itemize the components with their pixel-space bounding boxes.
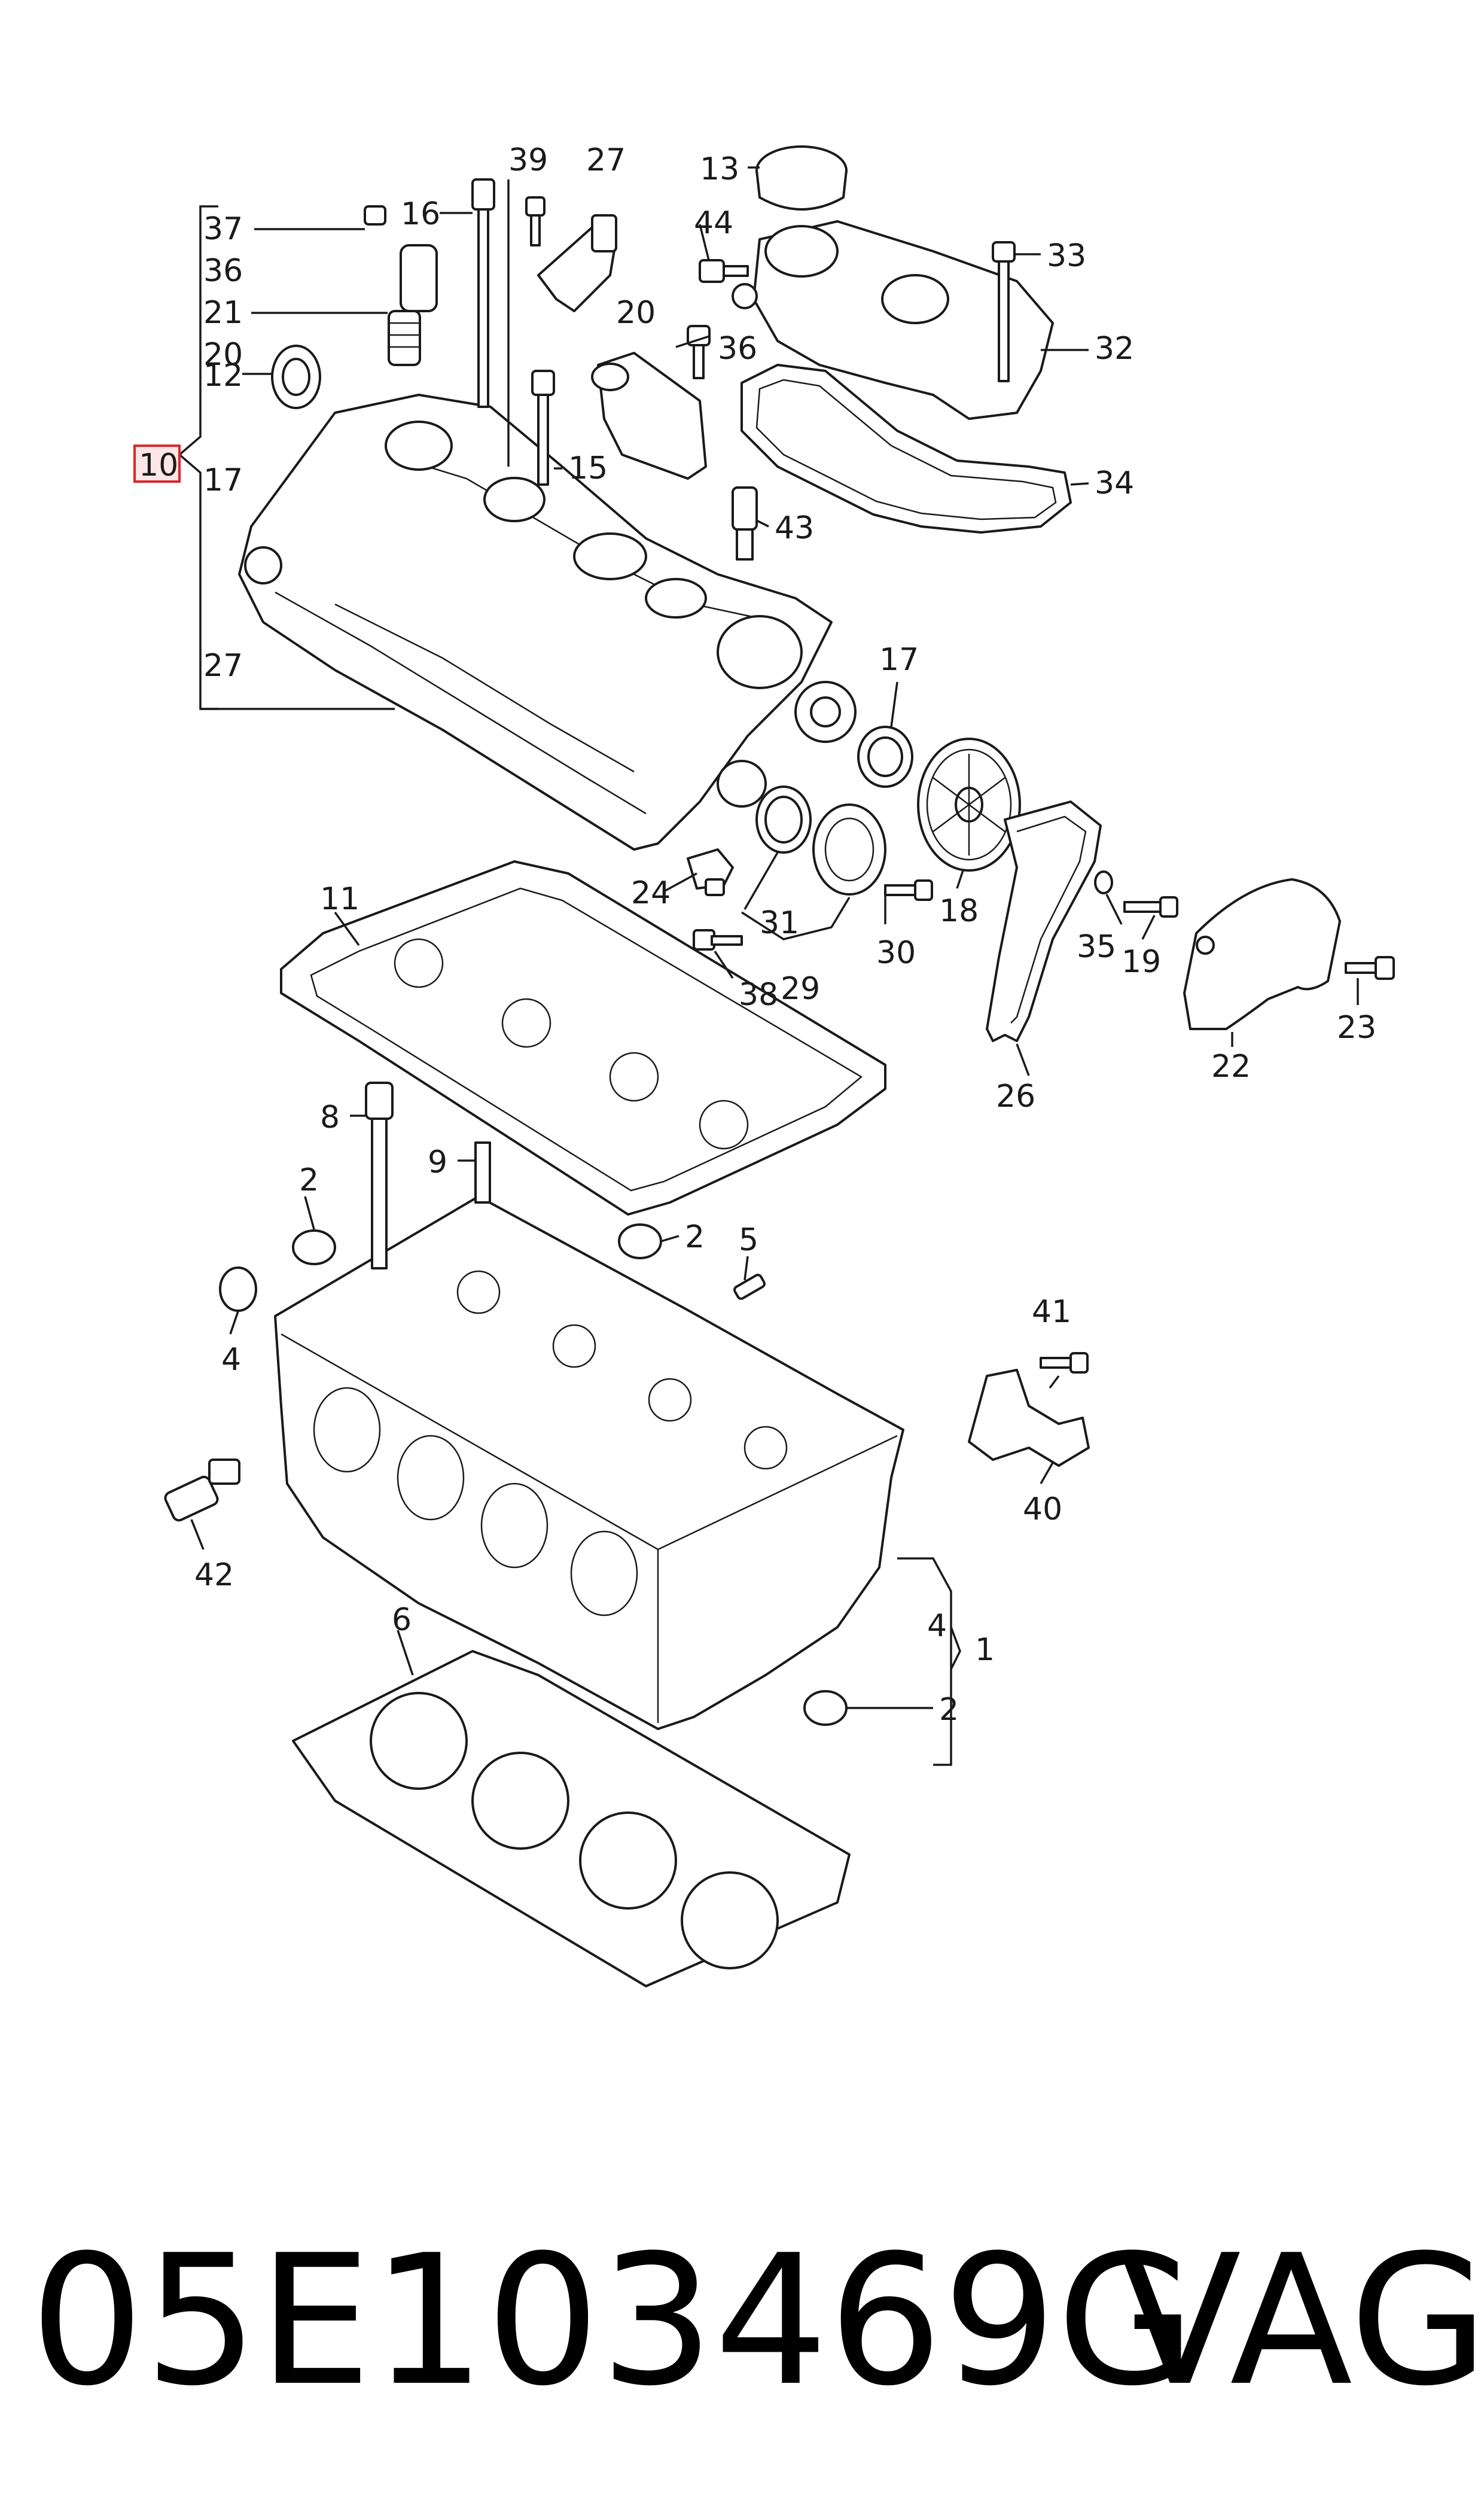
callout-36-right: 36 xyxy=(718,331,757,367)
callout-2-bottom: 2 xyxy=(939,1692,959,1728)
bolt-41 xyxy=(1040,1352,1089,1374)
timing-belt-26 xyxy=(986,800,1102,1042)
head-bolt-8 xyxy=(365,1082,394,1269)
seal-ring-12 xyxy=(271,345,321,409)
callout-22: 22 xyxy=(1211,1049,1251,1085)
callout-16: 16 xyxy=(401,196,440,232)
temperature-sender-24 xyxy=(687,848,734,896)
callout-41: 41 xyxy=(1032,1294,1071,1330)
callout-32: 32 xyxy=(1095,331,1134,367)
seal-17 xyxy=(857,726,913,788)
cover-gasket-11 xyxy=(280,860,886,1216)
gasket-34 xyxy=(741,364,1072,534)
callout-13: 13 xyxy=(700,151,739,187)
bolt-23 xyxy=(1345,956,1395,980)
sealing-plug-4 xyxy=(219,1266,257,1312)
callout-12: 12 xyxy=(203,358,243,394)
callout-24: 24 xyxy=(631,875,671,911)
callout-31: 31 xyxy=(760,905,799,941)
part-number: 05E103469G xyxy=(30,2216,1196,2425)
callout-5: 5 xyxy=(739,1222,758,1258)
callout-37: 37 xyxy=(203,211,243,247)
callout-38: 38 xyxy=(739,977,778,1013)
camshaft-sprocket-18 xyxy=(917,738,1021,872)
bolt-33 xyxy=(992,241,1016,382)
callout-33: 33 xyxy=(1047,238,1086,274)
brand-name: VAG xyxy=(1119,2216,1484,2425)
bolt-16 xyxy=(471,178,495,408)
seal-31 xyxy=(755,785,812,854)
callout-11: 11 xyxy=(320,881,359,917)
sensor-42 xyxy=(164,1459,240,1522)
callout-30: 30 xyxy=(876,935,916,971)
part-caption: 05E103469G VAG xyxy=(30,2213,1484,2429)
callout-26: 26 xyxy=(996,1079,1035,1115)
oil-separator-32 xyxy=(732,220,1054,420)
cylinder-head-cover xyxy=(238,394,833,851)
callout-44: 44 xyxy=(694,205,733,241)
oil-filler-cap-13 xyxy=(755,145,848,211)
callout-4-left: 4 xyxy=(221,1342,241,1378)
sensor-20 xyxy=(591,352,707,480)
callout-4-right: 4 xyxy=(927,1608,947,1644)
callout-17: 17 xyxy=(203,462,243,498)
callout-34: 34 xyxy=(1095,465,1134,501)
sensor-40 xyxy=(968,1369,1090,1467)
callout-1: 1 xyxy=(975,1632,995,1668)
cylinder-head-gasket-6 xyxy=(292,1650,851,1987)
callout-15: 15 xyxy=(568,450,608,486)
callout-23: 23 xyxy=(1337,1010,1376,1046)
camshaft-adjuster-valve xyxy=(364,205,438,366)
callout-27: 27 xyxy=(203,648,243,684)
exploded-parts-diagram: 37 36 21 20 12 10 17 27 16 39 27 15 20 3… xyxy=(133,142,1395,1987)
callout-19: 19 xyxy=(1122,944,1161,980)
callout-40: 40 xyxy=(1023,1491,1062,1527)
screw-36 xyxy=(687,325,711,379)
callout-39: 39 xyxy=(508,142,548,178)
bolt-44 xyxy=(699,259,749,283)
sealing-plug-2 xyxy=(292,1223,848,1726)
bolt-35-19 xyxy=(1094,870,1178,918)
hall-sender-27 xyxy=(525,196,617,312)
callout-29: 29 xyxy=(781,971,820,1007)
callout-20-top: 20 xyxy=(616,295,656,331)
cap-29 xyxy=(812,803,886,896)
callout-2-mid: 2 xyxy=(685,1219,705,1255)
bolt-30 xyxy=(884,879,933,901)
callout-20: 20 xyxy=(203,337,243,373)
bolt-38 xyxy=(693,929,743,951)
callout-43: 43 xyxy=(775,510,814,546)
callout-2-left: 2 xyxy=(299,1162,319,1198)
callout-42: 42 xyxy=(194,1557,234,1593)
callout-9: 9 xyxy=(428,1144,447,1180)
callout-6: 6 xyxy=(392,1602,412,1638)
callout-labels: 37 36 21 20 12 10 17 27 16 39 27 15 20 3… xyxy=(139,142,1376,1728)
callout-18: 18 xyxy=(939,893,979,929)
callout-10: 10 xyxy=(139,447,178,483)
timing-belt-cover-22 xyxy=(1183,878,1341,1030)
cylinder-head xyxy=(274,1195,904,1730)
callout-17-right: 17 xyxy=(879,642,919,678)
bolt-15 xyxy=(531,370,555,486)
dowel-5 xyxy=(733,1274,766,1300)
callout-27-top: 27 xyxy=(586,142,626,178)
callout-35: 35 xyxy=(1077,929,1116,965)
callout-21: 21 xyxy=(203,295,243,331)
stud-9 xyxy=(474,1141,491,1204)
callout-36: 36 xyxy=(203,253,243,289)
callout-8: 8 xyxy=(320,1100,340,1135)
oil-pressure-switch-43 xyxy=(732,486,758,561)
camshaft-hub xyxy=(794,681,857,743)
highlight-box-10 xyxy=(133,444,181,483)
